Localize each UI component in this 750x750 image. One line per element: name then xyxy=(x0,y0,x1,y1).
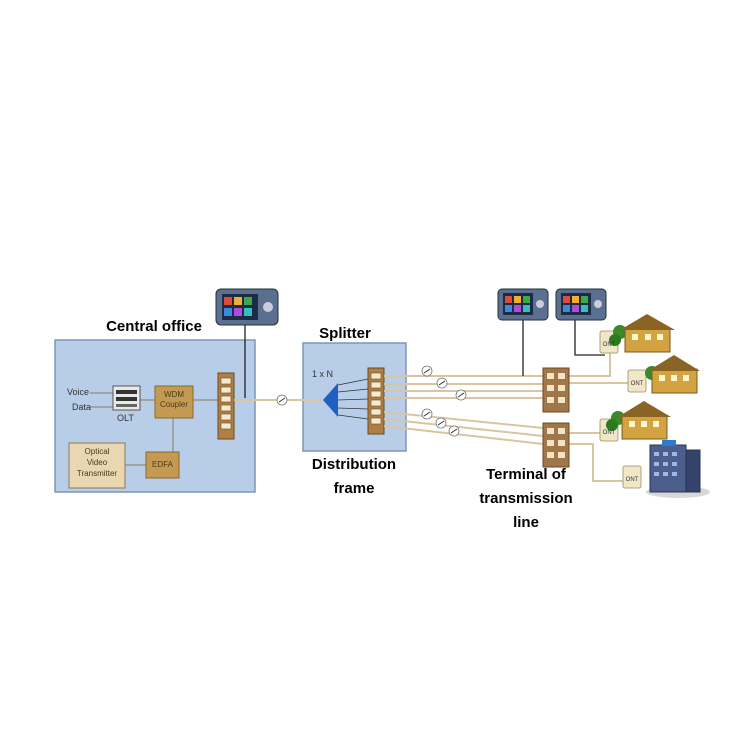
wdm-coupler-box xyxy=(154,385,194,419)
edfa-label: EDFA xyxy=(152,460,173,469)
video-label-line3: Transmitter xyxy=(76,469,118,478)
optical-video-transmitter-box xyxy=(68,442,126,489)
distribution-connectors xyxy=(421,365,467,437)
terminal-box-upper xyxy=(542,367,570,413)
otdr-tester-2 xyxy=(497,288,549,376)
ont-label: ONT xyxy=(602,430,616,436)
splitter-odf-panel xyxy=(367,367,385,435)
ont-label: ONT xyxy=(630,381,644,387)
house-2 xyxy=(645,355,700,394)
distribution-fibers xyxy=(383,352,632,482)
terminal-box-lower xyxy=(542,422,570,468)
wdm-label-line2: Coupler xyxy=(159,400,188,409)
distribution-frame-label-line1: Distribution xyxy=(311,456,397,473)
splitter-label: Splitter xyxy=(319,325,371,342)
olt-device xyxy=(112,385,141,411)
splitter-ratio-label: 1 x N xyxy=(312,369,334,379)
edfa-box xyxy=(145,451,180,479)
connector-marker xyxy=(276,394,288,406)
data-label: Data xyxy=(72,402,92,412)
terminal-label-line1: Terminal of xyxy=(486,466,566,483)
video-label-line1: Optical xyxy=(84,447,110,456)
splitter-triangle xyxy=(323,383,338,417)
ont-label: ONT xyxy=(602,342,616,348)
terminal-label-line3: line xyxy=(513,514,539,531)
central-office-label: Central office xyxy=(106,318,202,335)
voice-label: Voice xyxy=(67,387,90,397)
ont-label: ONT xyxy=(625,477,639,483)
video-label-line2: Video xyxy=(86,458,108,467)
office-building xyxy=(646,440,710,498)
house-1 xyxy=(609,314,675,353)
distribution-frame-label-line2: frame xyxy=(333,480,375,497)
central-odf-panel xyxy=(217,372,235,440)
wdm-label-line1: WDM xyxy=(164,390,184,399)
splitter-outputs xyxy=(337,378,369,420)
office-connections xyxy=(90,392,218,466)
otdr-tester-1 xyxy=(215,288,279,398)
terminal-label-line2: transmission xyxy=(479,490,573,507)
olt-label: OLT xyxy=(117,413,134,423)
otdr-tester-3 xyxy=(555,288,607,356)
house-3 xyxy=(606,401,671,440)
